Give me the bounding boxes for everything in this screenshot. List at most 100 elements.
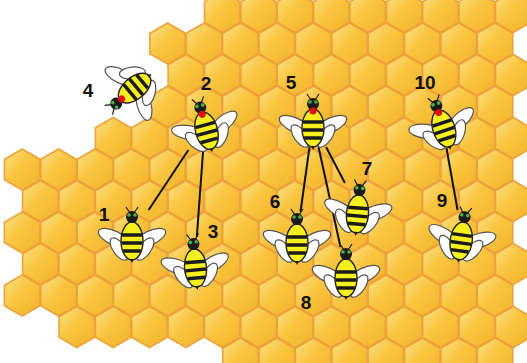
callout-number: 8 [301, 293, 312, 313]
bee-stripe [439, 135, 456, 140]
queen-mark [117, 94, 127, 104]
bee-stripe [336, 278, 357, 282]
connector-line [446, 148, 457, 210]
bee-body [183, 248, 208, 288]
callout-number: 2 [201, 74, 212, 94]
bee-body [191, 110, 222, 152]
queen-mark [198, 110, 207, 119]
honeycomb-cell [4, 275, 40, 316]
honeycomb-cell [95, 307, 130, 348]
bee-stripe [195, 122, 214, 127]
bee-eye [347, 250, 351, 254]
callout-number: 5 [286, 73, 297, 93]
bee-eye [341, 250, 345, 254]
bee-eye [292, 215, 296, 219]
bee-sting [147, 72, 153, 78]
bee-sting [456, 258, 461, 263]
bee-body [448, 221, 475, 262]
bee-sting [311, 146, 315, 150]
bee-sting [344, 296, 348, 300]
bee-eye [436, 101, 441, 106]
bee-stripe [122, 241, 143, 245]
bee-stripe [185, 261, 205, 263]
bee-eye [114, 105, 119, 110]
bee-stripe [201, 138, 218, 143]
bee-stripe [137, 75, 148, 89]
bee-head [126, 211, 138, 223]
honeycomb-cell [441, 338, 477, 363]
bee-figure [183, 100, 227, 150]
bee-stripe [288, 251, 306, 255]
bee-stripe [304, 136, 322, 140]
bee-eye [466, 214, 470, 218]
connector-line [197, 150, 203, 237]
connector-line [300, 147, 309, 212]
bee-eye [460, 213, 464, 217]
bee-figure [275, 212, 319, 262]
bee-figure [336, 183, 380, 233]
bee-eye [195, 104, 199, 108]
honeycomb-cell [332, 338, 368, 363]
bee-stripe [287, 235, 307, 239]
bee-stripe [287, 243, 308, 247]
bee-node: 5 [291, 97, 335, 147]
honeycomb-cell [168, 307, 204, 348]
bee-sting [295, 261, 299, 265]
bee-sting [209, 148, 214, 153]
honeycomb-cell [259, 338, 295, 363]
bee-head [340, 248, 352, 260]
bee-eye [355, 186, 359, 190]
bee-body [345, 194, 370, 234]
honeycomb-cell [59, 307, 95, 348]
bee-node: 7 [336, 183, 380, 233]
bee-figure [173, 237, 217, 287]
bee-node: 2 [183, 100, 227, 150]
bee-eye [133, 213, 137, 217]
bee-stripe [451, 241, 472, 244]
bee-figure [108, 67, 152, 117]
bee-stripe [122, 233, 142, 237]
bee-eye [110, 100, 115, 105]
bee-stripe [451, 250, 469, 252]
bee-node: 10 [420, 98, 464, 148]
bee-stripe [336, 270, 356, 274]
bee-eye [194, 240, 198, 244]
honeycomb-cell [223, 338, 259, 363]
bee-body [335, 259, 357, 297]
bee-head [353, 184, 366, 197]
queen-mark [434, 108, 443, 117]
bee-stripe [185, 269, 206, 271]
bee-figure [420, 98, 464, 148]
bee-sting [354, 232, 358, 236]
callout-number: 3 [208, 222, 219, 242]
callout-number: 10 [414, 73, 435, 93]
bee-node: 6 [275, 212, 319, 262]
bee-body [121, 222, 143, 260]
bee-figure [291, 97, 335, 147]
bee-head [187, 238, 200, 251]
bee-eye [314, 100, 318, 104]
bee-node: 1 [110, 210, 154, 260]
bee-figure [324, 247, 368, 297]
callout-number: 9 [437, 191, 448, 211]
bee-stripe [188, 277, 206, 279]
bee-node: 8 [324, 247, 368, 297]
honeycomb-cell [368, 338, 404, 363]
bee-head [291, 213, 303, 225]
bee-eye [298, 215, 302, 219]
bee-stripe [123, 249, 141, 253]
bee-sting [195, 286, 199, 290]
queen-mark [310, 108, 317, 115]
honeycomb-cell [405, 338, 441, 363]
bee-eye [431, 103, 436, 108]
bee-stripe [433, 120, 452, 126]
bee-eye [308, 100, 312, 104]
honeycomb-cell [132, 307, 168, 348]
bee-eye [201, 103, 205, 107]
bee-figure [440, 210, 484, 260]
bee-stripe [348, 223, 366, 225]
bee-head [458, 210, 472, 224]
